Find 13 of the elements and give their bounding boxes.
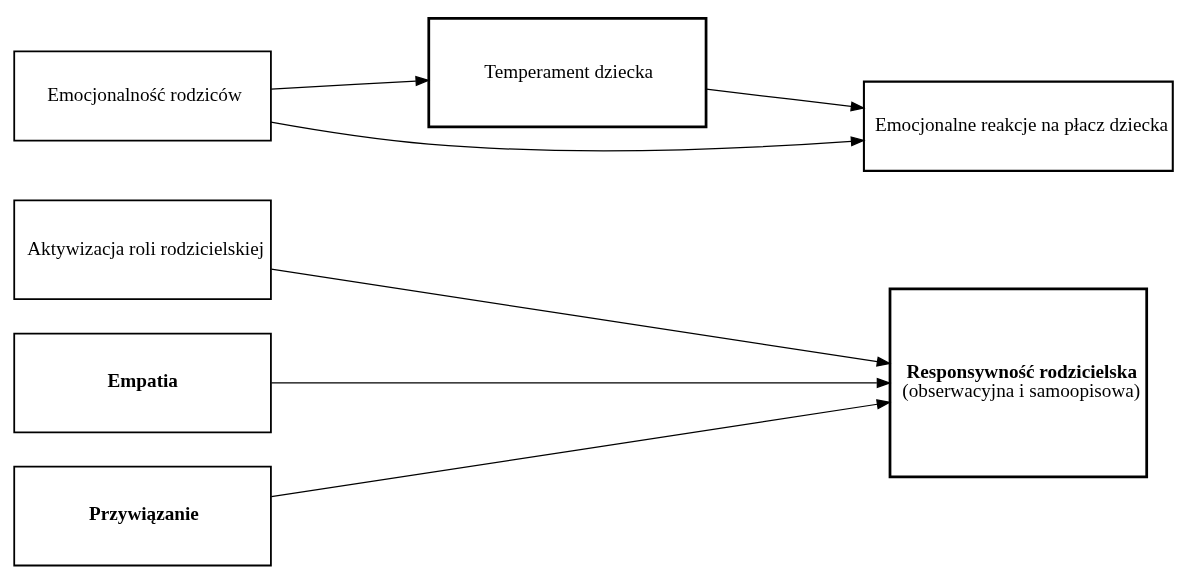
arrow [270,398,892,497]
node-box: Emocjonalność rodziców [13,50,272,142]
arrow [270,75,431,90]
arrow [270,377,892,388]
node-box: Empatia [13,332,272,433]
arrow [705,88,866,112]
node-box: Przywiązanie [13,465,272,566]
node-box: Aktywizacja roli rodzicielskiej [13,199,272,300]
node-box: Responsywność rodzicielska (obserwacyjna i samoopisowa) [888,287,1149,478]
arrow [270,268,892,367]
node-box: Emocjonalne reakcje na płacz dziecka [862,80,1174,172]
node-box: Temperament dziecka [427,16,708,128]
arrow [270,121,866,151]
